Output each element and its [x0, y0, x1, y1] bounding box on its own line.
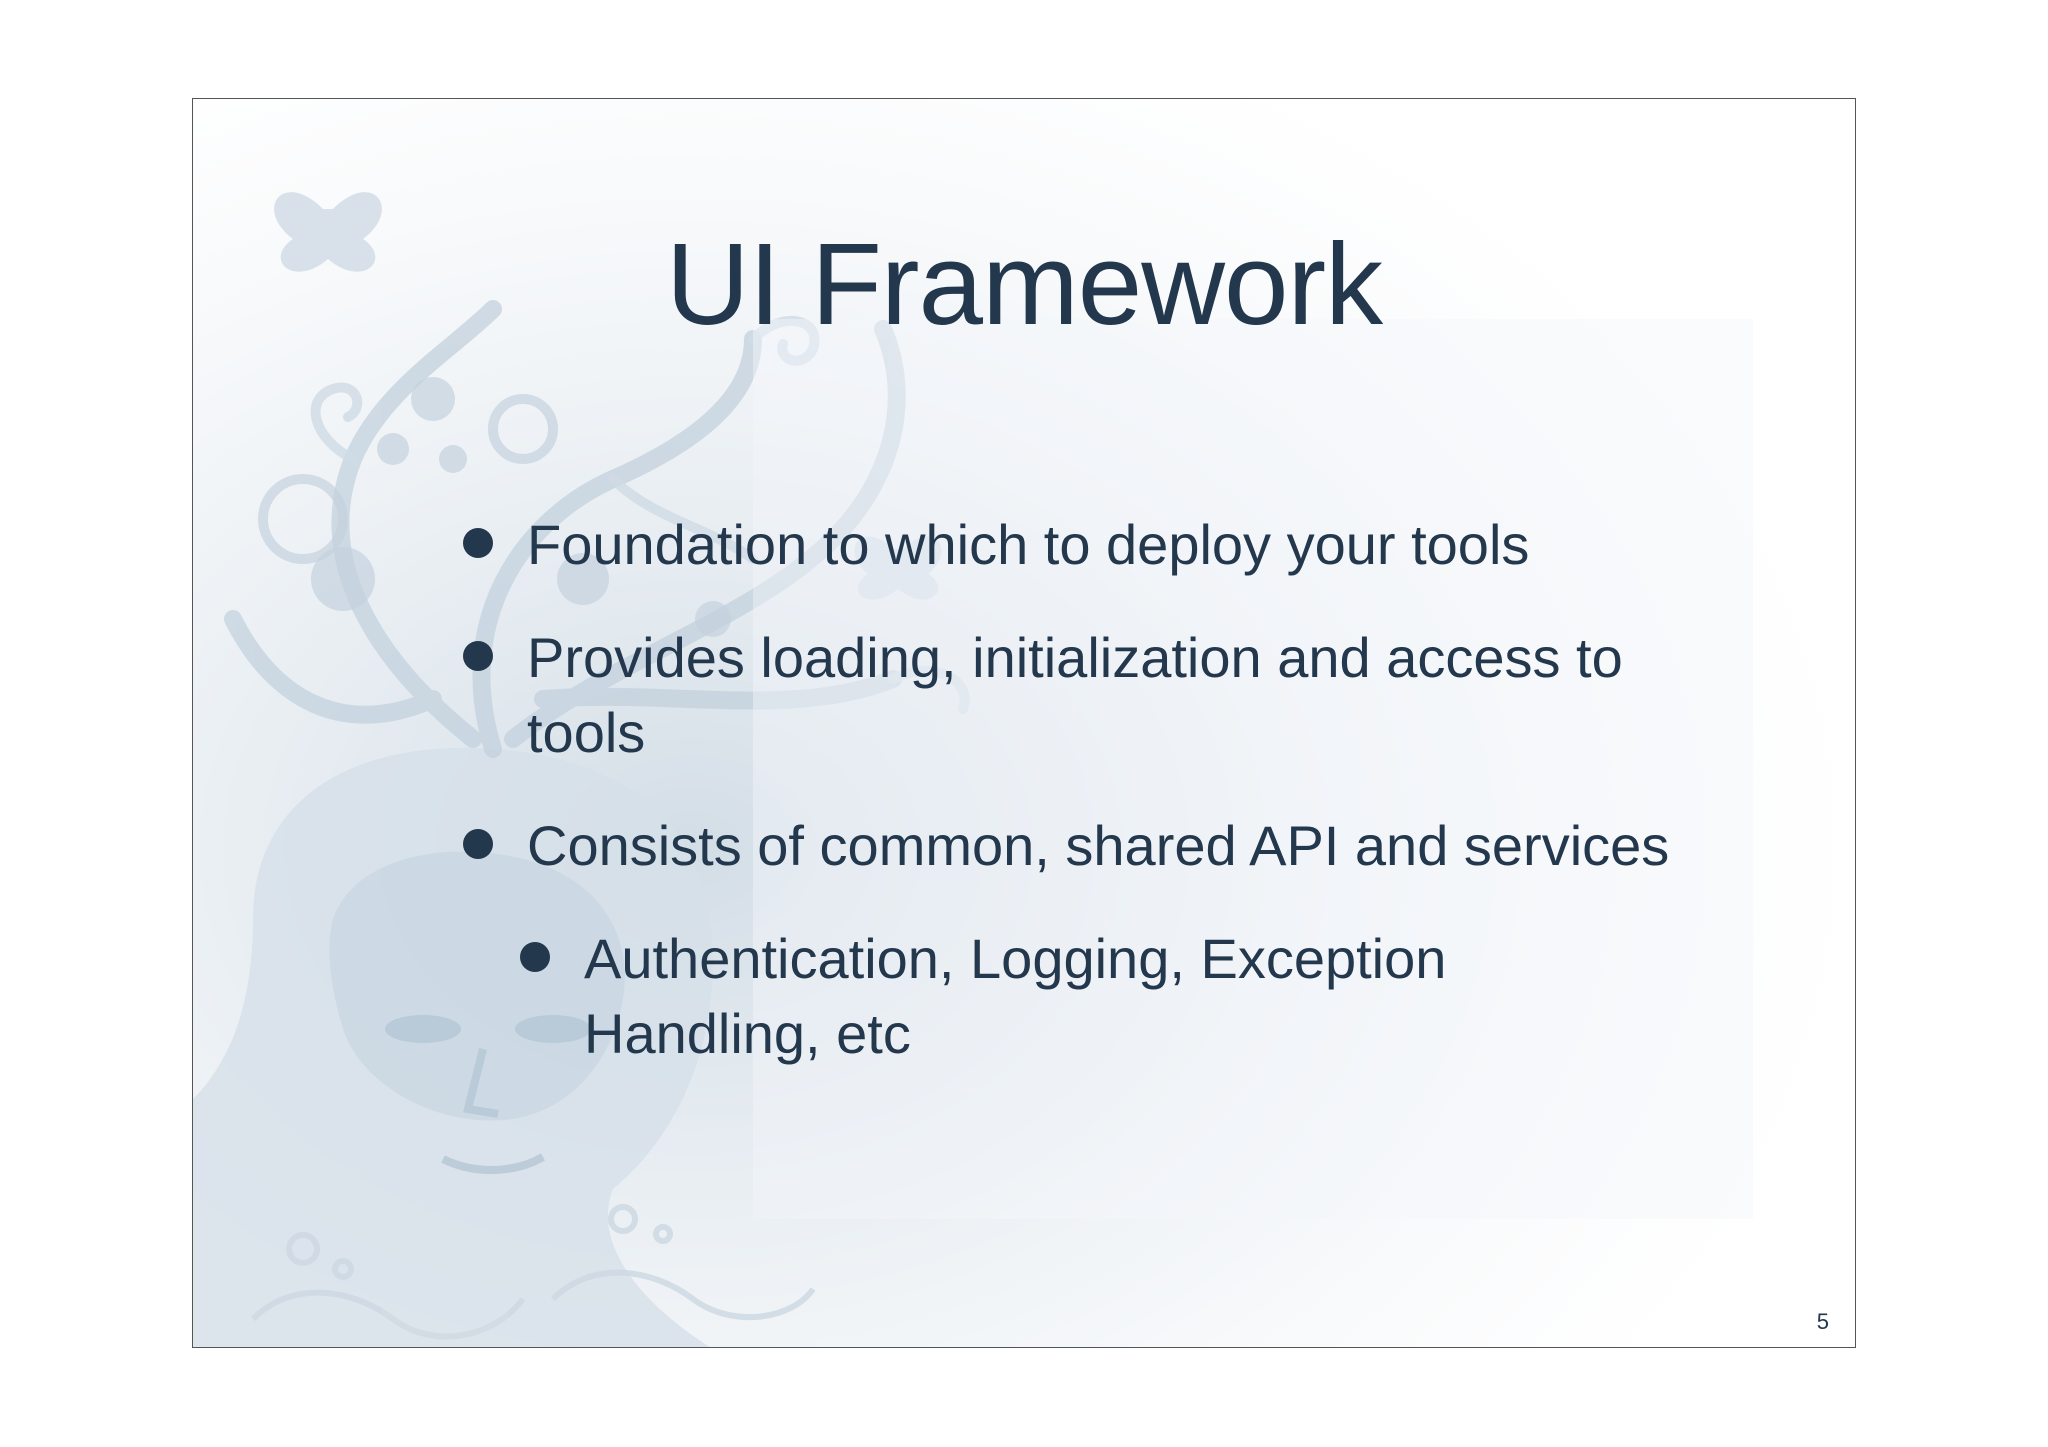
bullet-text: Consists of common, shared API and servi…: [527, 814, 1670, 877]
bullet-item: Foundation to which to deploy your tools: [461, 507, 1691, 582]
page-number: 5: [1816, 1309, 1829, 1334]
bullet-text: Foundation to which to deploy your tools: [527, 513, 1530, 576]
bullet-dot-icon: [463, 641, 493, 671]
slide: UI Framework Foundation to which to depl…: [192, 98, 1856, 1348]
background-illustration: [193, 99, 1855, 1347]
bullet-text: Authentication, Logging, Exception Handl…: [584, 927, 1447, 1065]
slide-title: UI Framework: [665, 219, 1383, 349]
bullet-item: Provides loading, initialization and acc…: [461, 620, 1691, 770]
sub-bullet-item: Authentication, Logging, Exception Handl…: [518, 921, 1691, 1071]
bullet-dot-icon: [463, 829, 493, 859]
bullet-item: Consists of common, shared API and servi…: [461, 808, 1691, 883]
bullet-dot-icon: [463, 528, 493, 558]
bullet-dot-icon: [520, 942, 550, 972]
bullet-list: Foundation to which to deploy your tools…: [461, 507, 1691, 1109]
bullet-text: Provides loading, initialization and acc…: [527, 626, 1623, 764]
